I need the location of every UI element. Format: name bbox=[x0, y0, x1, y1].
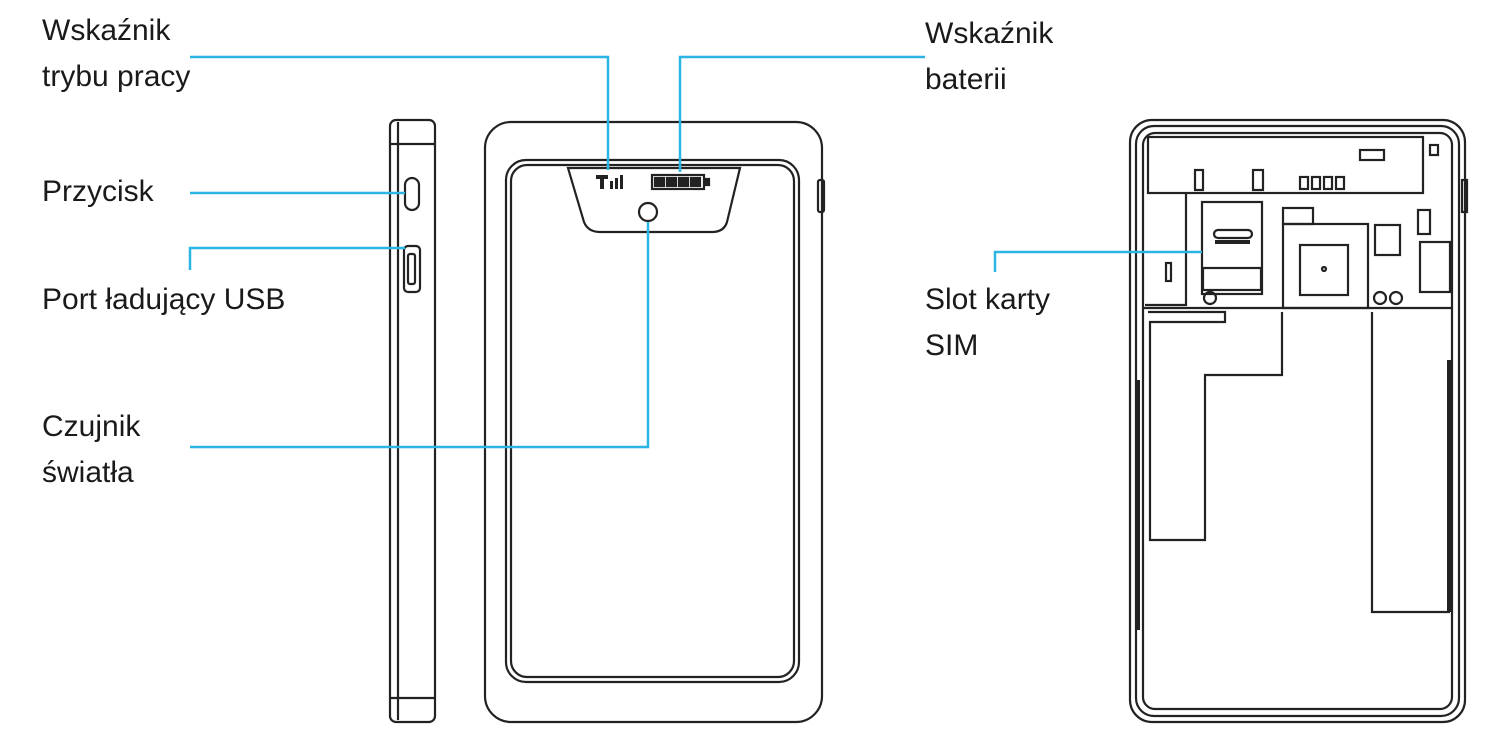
label-line: Przycisk bbox=[42, 175, 154, 208]
callout-usb-port bbox=[188, 246, 405, 270]
label-battery-indicator: Wskaźnik baterii bbox=[925, 11, 1053, 103]
label-sim-slot: Slot karty SIM bbox=[925, 277, 1050, 369]
back-view-internal bbox=[1128, 118, 1469, 724]
label-line: SIM bbox=[925, 329, 979, 362]
label-line: Slot karty bbox=[925, 283, 1051, 316]
label-line: Wskaźnik bbox=[925, 17, 1054, 50]
label-line: trybu pracy bbox=[42, 60, 191, 93]
light-sensor-shape bbox=[637, 201, 659, 223]
label-line: światła bbox=[42, 456, 134, 489]
label-line: Port ładujący USB bbox=[42, 283, 286, 316]
callout-light-sensor bbox=[190, 222, 650, 449]
label-line: Czujnik bbox=[42, 410, 141, 443]
front-view bbox=[483, 120, 826, 724]
callout-battery-indicator bbox=[678, 55, 925, 172]
power-button-shape bbox=[403, 176, 421, 212]
signal-icon bbox=[596, 175, 623, 189]
label-line: Wskaźnik bbox=[42, 14, 171, 47]
callout-lines bbox=[188, 55, 1202, 449]
sim-slot-shape bbox=[1200, 200, 1264, 296]
usb-port-shape bbox=[402, 244, 422, 294]
side-view bbox=[388, 118, 437, 724]
callout-mode-indicator bbox=[190, 55, 610, 170]
callout-sim-slot bbox=[993, 250, 1202, 272]
label-line: baterii bbox=[925, 63, 1007, 96]
label-mode-indicator: Wskaźnik trybu pracy bbox=[42, 8, 190, 100]
label-light-sensor: Czujnik światła bbox=[42, 404, 140, 496]
label-usb-port: Port ładujący USB bbox=[42, 277, 285, 323]
label-button: Przycisk bbox=[42, 169, 154, 215]
